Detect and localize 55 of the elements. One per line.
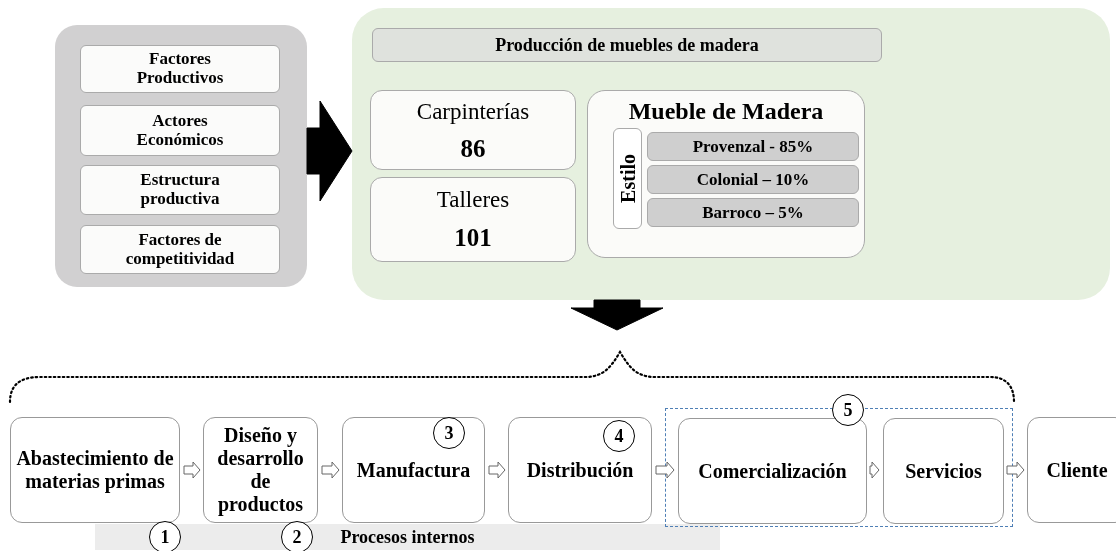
node-text: Factores de competitividad bbox=[124, 230, 236, 269]
node-text: Distribución bbox=[526, 458, 634, 483]
process-box bbox=[80, 45, 280, 93]
node-text: Carpinterías bbox=[416, 98, 530, 126]
node-text: Talleres bbox=[436, 185, 510, 214]
node-text: Mueble de Madera bbox=[628, 99, 824, 123]
process-box bbox=[370, 90, 576, 170]
node-text: Estilo bbox=[617, 154, 638, 203]
process-box bbox=[678, 418, 867, 524]
arrow bbox=[488, 461, 506, 479]
arrow bbox=[869, 461, 880, 479]
arrow bbox=[306, 100, 353, 202]
process-box bbox=[647, 132, 859, 161]
node-text: Abastecimiento de materias primas bbox=[15, 447, 175, 493]
arrow bbox=[321, 461, 340, 479]
node-text: 4 bbox=[603, 420, 635, 452]
node-text: Producción de muebles de madera bbox=[495, 33, 759, 57]
process-box bbox=[508, 417, 652, 523]
process-box bbox=[370, 177, 576, 262]
arrow bbox=[570, 299, 664, 331]
arrow bbox=[1006, 461, 1025, 479]
node-text: 86 bbox=[460, 133, 486, 164]
process-box bbox=[80, 165, 280, 215]
panel bbox=[352, 8, 1110, 300]
process-box bbox=[647, 198, 859, 227]
node-text: Servicios bbox=[905, 459, 982, 483]
process-box bbox=[203, 417, 318, 523]
node-text: Colonial – 10% bbox=[696, 168, 810, 191]
node-text: Procesos internos bbox=[340, 528, 475, 546]
node-text: Cliente bbox=[1046, 458, 1108, 482]
process-box bbox=[80, 225, 280, 274]
node-text: 101 bbox=[454, 222, 492, 253]
process-box bbox=[342, 417, 485, 523]
node-text: Diseño y desarrollo de productos bbox=[216, 424, 305, 516]
node-text: Manufactura bbox=[356, 458, 471, 483]
process-box bbox=[883, 418, 1004, 524]
process-box bbox=[10, 417, 180, 523]
node-text: Actores Económicos bbox=[135, 111, 225, 150]
band bbox=[95, 524, 720, 550]
card bbox=[587, 90, 865, 258]
arrow bbox=[655, 461, 675, 479]
process-box bbox=[1027, 417, 1116, 523]
process-box bbox=[613, 128, 642, 229]
node-text: Provenzal - 85% bbox=[692, 135, 814, 158]
node-text: Factores Productivos bbox=[135, 50, 225, 88]
process-box bbox=[80, 105, 280, 156]
arrow bbox=[183, 461, 201, 479]
process-box bbox=[647, 165, 859, 194]
callout-number: 5 bbox=[832, 394, 864, 426]
title-bar bbox=[372, 28, 882, 62]
node-text: 3 bbox=[433, 417, 465, 449]
node-text: Estructura productiva bbox=[139, 171, 221, 209]
node-text: Comercialización bbox=[698, 459, 847, 483]
panel bbox=[55, 25, 307, 287]
node-text: Barroco – 5% bbox=[702, 201, 804, 224]
